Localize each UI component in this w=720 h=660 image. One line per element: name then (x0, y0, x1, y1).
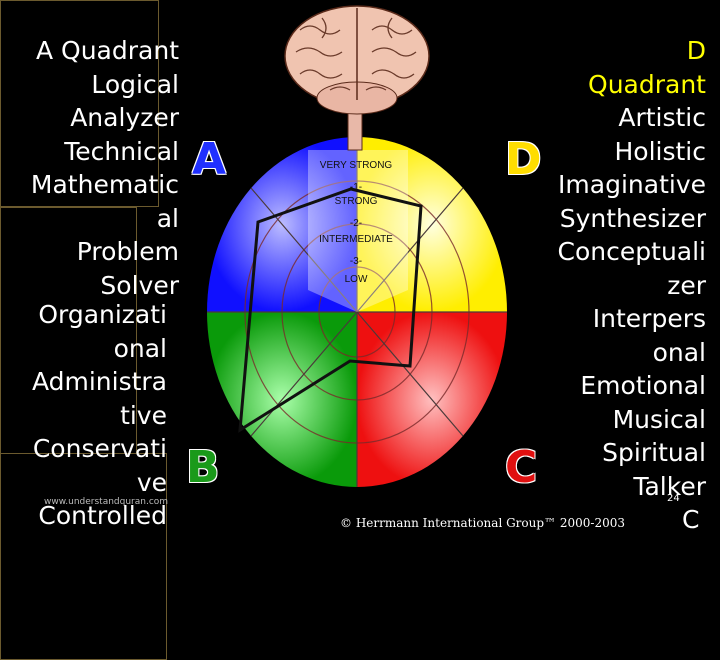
trait-item: Analyzer (70, 103, 179, 132)
herrmann-whole-brain-diagram: VERY STRONG -1- STRONG -2- INTERMEDIATE … (207, 5, 507, 487)
trait-item: Artistic (618, 103, 706, 132)
scale-label-panel (308, 150, 408, 312)
quadrant-c-corner-label: C (682, 505, 700, 534)
trait-item: Imaginative (558, 170, 706, 199)
page-number: 24 (667, 493, 680, 504)
trait-item: Technical (64, 136, 179, 166)
trait-item: Conservati (32, 434, 167, 463)
trait-item: al (156, 203, 179, 233)
trait-item: Spiritual (602, 438, 706, 467)
trait-item: Organizati (38, 300, 167, 329)
trait-item: Mathematic (30, 170, 179, 199)
trait-item: Administra (31, 367, 167, 396)
quadrant-a-box (0, 0, 159, 207)
quadrant-d-traits: D Quadrant Artistic Holistic Imaginative… (540, 34, 706, 503)
quadrant-b-box (0, 207, 137, 453)
trait-item: ve (136, 467, 167, 497)
scale-label-ring-3: -3- (350, 256, 362, 267)
scale-label-low: LOW (345, 274, 368, 285)
quadrant-a-letter: A (192, 134, 227, 185)
trait-item: onal (652, 337, 706, 367)
trait-item: Musical (612, 404, 706, 434)
trait-item: Logical (91, 69, 179, 99)
trait-item: Conceptuali (557, 237, 706, 266)
trait-item: Holistic (614, 136, 706, 166)
trait-item: zer (667, 270, 706, 300)
quadrant-b-traits: Organizati onal Administra tive Conserva… (28, 298, 167, 533)
trait-item: tive (120, 400, 167, 430)
scale-label-strong: STRONG (335, 196, 378, 207)
quadrant-d-title: Quadrant (588, 69, 706, 99)
quadrant-d-letter: D (505, 134, 542, 185)
trait-item: Problem (76, 237, 179, 266)
trait-item: Interpers (592, 304, 706, 333)
scale-label-ring-1: -1- (350, 182, 362, 193)
trait-item: Controlled (38, 501, 167, 530)
scale-label-ring-2: -2- (350, 218, 362, 229)
scale-label-intermediate: INTERMEDIATE (319, 234, 393, 245)
quadrant-a-title: A Quadrant (35, 36, 179, 65)
scale-label-very-strong: VERY STRONG (320, 160, 393, 171)
copyright-notice: © Herrmann International Group™ 2000-200… (340, 516, 625, 530)
axis-lines (207, 137, 507, 487)
website-url: www.understandquran.com (44, 497, 169, 507)
trait-item: Talker (633, 471, 706, 501)
trait-item: Synthesizer (559, 203, 706, 233)
trait-item: onal (113, 333, 167, 363)
quadrant-d-title-letter: D (686, 36, 706, 65)
quadrant-c-letter: C (505, 442, 538, 493)
profile-polygon (238, 187, 423, 433)
quadrant-a-traits: A Quadrant Logical Analyzer Technical Ma… (22, 34, 179, 302)
trait-item: Solver (100, 270, 179, 300)
trait-item: Emotional (580, 371, 706, 400)
quadrant-b-letter: B (186, 442, 220, 493)
brain-icon (284, 5, 430, 151)
